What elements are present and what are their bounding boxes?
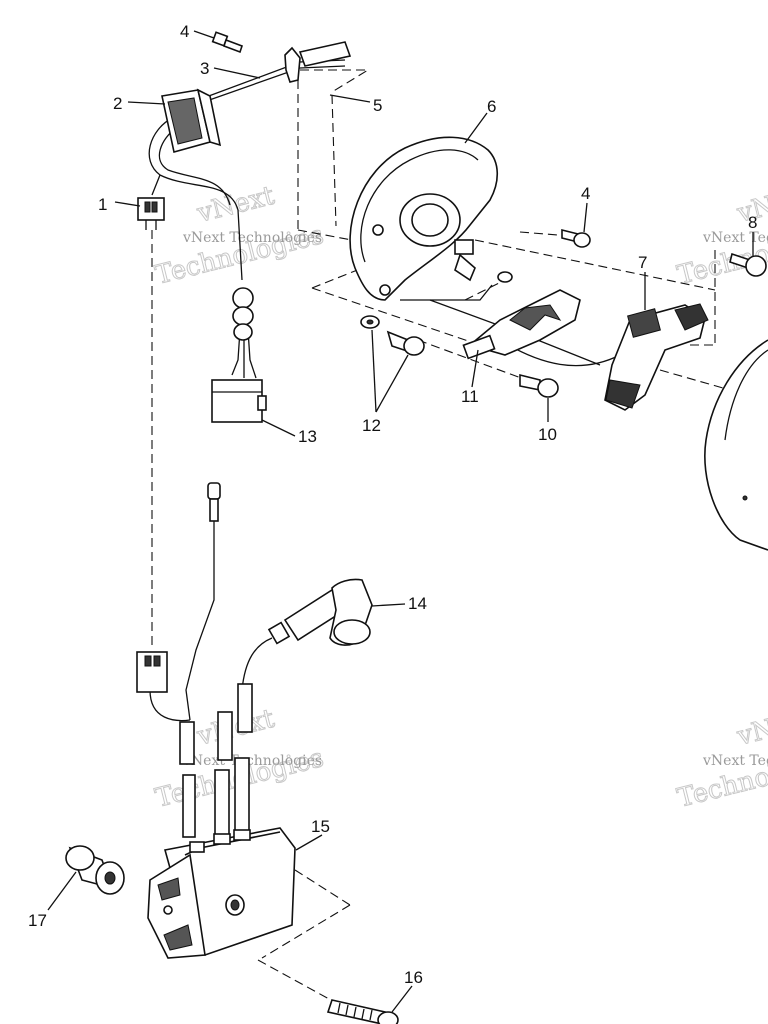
callout-17: 17 (28, 911, 47, 930)
pickup-coil-part-11 (462, 289, 581, 360)
callout-7: 7 (638, 253, 647, 272)
ignition-coil-part-15 (147, 827, 296, 959)
bolt-part-8 (729, 252, 767, 277)
bolt-part-16 (326, 999, 399, 1024)
watermark-middle-right: vNext Technologies vNext Technologies (674, 703, 768, 814)
washer-part-12 (360, 315, 380, 329)
svg-text:vNext Technologies: vNext Technologies (182, 230, 322, 246)
coil-leads (179, 683, 253, 843)
leader-lines (47, 30, 754, 1013)
callout-4-right: 4 (581, 184, 590, 203)
stator-plate-part-6 (349, 136, 499, 301)
callout-16: 16 (404, 968, 423, 987)
callout-2: 2 (113, 94, 122, 113)
callout-10: 10 (538, 425, 557, 444)
callout-3: 3 (200, 59, 209, 78)
alignment-lines (151, 69, 731, 1006)
callout-8: 8 (748, 213, 757, 232)
svg-text:vNext: vNext (193, 704, 277, 752)
screw-part-12 (386, 330, 425, 356)
clamp-part-3-5 (284, 41, 352, 83)
spark-plug-cap-part-14 (267, 578, 373, 646)
flywheel-edge (704, 339, 768, 551)
callout-1: 1 (98, 195, 107, 214)
pin-connector-left (136, 651, 168, 693)
callout-6: 6 (487, 97, 496, 116)
bullet-connector (207, 482, 221, 522)
svg-text:vNext: vNext (733, 704, 768, 752)
bushing-part-17 (65, 845, 125, 895)
svg-text:vNext Technologies: vNext Technologies (702, 230, 768, 246)
callout-11: 11 (461, 387, 479, 406)
callout-14: 14 (408, 594, 427, 613)
bolt-part-4-top (211, 31, 244, 54)
screw-part-4-right (561, 228, 591, 248)
callout-labels: 1 2 3 4 4 5 6 7 8 10 11 12 13 14 15 16 1… (28, 22, 757, 987)
trigger-part-7 (604, 303, 709, 411)
screw-part-10 (519, 373, 559, 398)
harness-connector-part-13 (211, 287, 267, 423)
washer-small (497, 271, 513, 283)
callout-12: 12 (362, 416, 381, 435)
callout-5: 5 (373, 96, 382, 115)
svg-text:vNext Technologies: vNext Technologies (182, 753, 322, 769)
svg-text:vNext Technologies: vNext Technologies (702, 753, 768, 769)
callout-4-top: 4 (180, 22, 189, 41)
callout-15: 15 (311, 817, 330, 836)
callout-13: 13 (298, 427, 317, 446)
regulator-part-2 (161, 88, 222, 153)
connector-part-1 (137, 197, 165, 230)
